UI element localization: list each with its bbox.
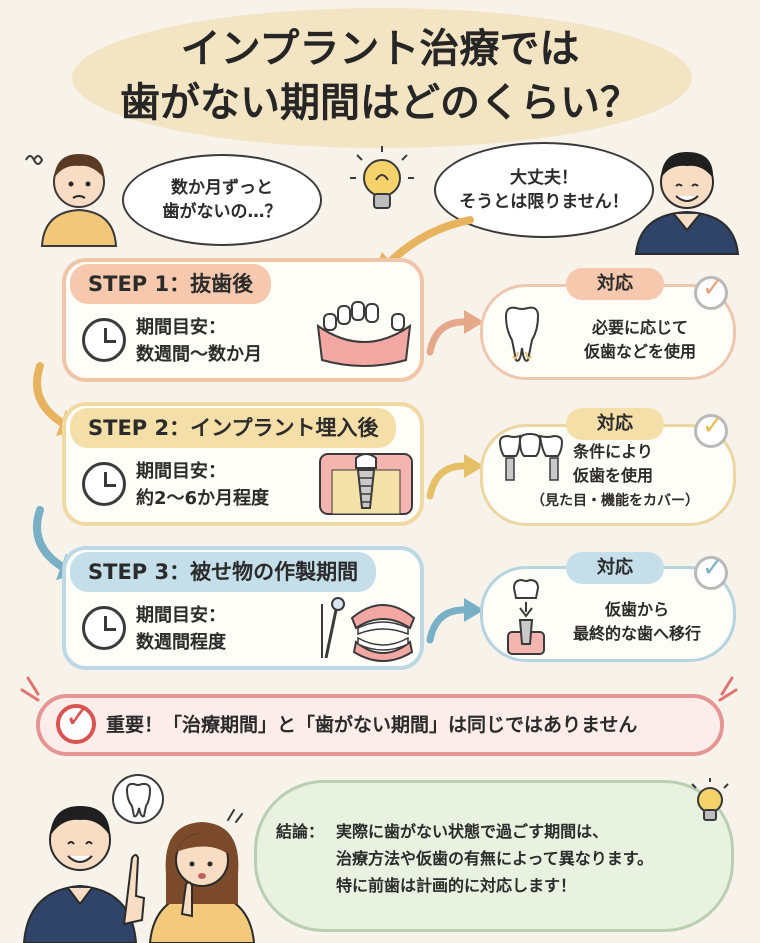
temporary-bridge-icon	[498, 432, 564, 481]
implant-in-bone-illustration	[319, 453, 413, 515]
check-icon: ✓	[56, 700, 96, 744]
clock-icon	[82, 606, 126, 650]
page-title: インプラント治療では 歯がない期間はどのくらい？	[60, 22, 700, 130]
title-background	[72, 8, 692, 148]
worried-patient-illustration	[40, 154, 118, 247]
check-icon: ✓	[694, 273, 728, 310]
step1-period-label: 期間目安：	[136, 317, 226, 338]
patient-bubble-line-1: 数か月ずっと	[171, 178, 273, 198]
step1-response-text: 必要に応じて 仮歯などを使用	[550, 316, 730, 364]
step3-period-value: 数週間程度	[136, 632, 226, 653]
lightbulb-icon	[691, 778, 729, 821]
patient-speech-bubble: 数か月ずっと 歯がないの…？	[122, 154, 322, 246]
lightbulb-icon	[350, 146, 414, 209]
doctor-illustration	[634, 152, 740, 255]
patient-bubble-line-2: 歯がないの…？	[162, 202, 282, 222]
emphasis-strokes	[20, 676, 738, 702]
conclusion-box	[254, 780, 734, 932]
step3-label: STEP 3：被せ物の作製期間	[70, 552, 377, 592]
important-text: 重要！「治療期間」と「歯がない期間」は同じではありません	[106, 714, 638, 736]
conclusion-line-2: 治療方法や仮歯の有無によって異なります。	[336, 849, 654, 868]
step2-response-text: 条件により 仮歯を使用	[548, 440, 678, 488]
step1-period-value: 数週間〜数か月	[136, 344, 262, 365]
step2-response-line-2: 仮歯を使用	[572, 466, 653, 485]
step1-label: STEP 1：抜歯後	[70, 264, 272, 304]
arrow-step3-response	[426, 598, 484, 644]
woman-patient-illustration	[148, 822, 256, 943]
step3-response-line-1: 仮歯から	[604, 600, 669, 619]
conclusion-label: 結論：	[276, 822, 325, 841]
conclusion-line-1: 実際に歯がない状態で過ごす期間は、	[336, 822, 609, 841]
step3-period: 期間目安： 数週間程度	[136, 602, 226, 656]
arrow-step1-response	[426, 310, 484, 356]
step2-label: STEP 2：インプラント埋入後	[70, 408, 397, 448]
doctor-bubble-line-2: そうとは限りません！	[459, 192, 629, 212]
conclusion-line-3: 特に前歯は計画的に対応します！	[336, 876, 577, 895]
missing-teeth-illustration	[316, 301, 412, 367]
title-line-1: インプラント治療では	[180, 26, 580, 72]
step2-period-value: 約2〜6か月程度	[136, 488, 270, 509]
crown-placement-icon	[507, 578, 545, 655]
step2-response-line-1: 条件により	[573, 442, 653, 461]
clock-icon	[82, 462, 126, 506]
step3-response-line-2: 最終的な歯へ移行	[572, 624, 701, 643]
title-line-2: 歯がない期間はどのくらい？	[120, 80, 640, 126]
step1-response-line-2: 仮歯などを使用	[583, 342, 696, 361]
check-icon: ✓	[694, 411, 728, 448]
dental-mirror-icon	[321, 597, 345, 659]
doctor-pointing-illustration	[22, 806, 146, 943]
step2-period-label: 期間目安：	[136, 461, 226, 482]
conclusion-text: 実際に歯がない状態で過ごす期間は、 治療方法や仮歯の有無によって異なります。 特…	[336, 818, 728, 899]
step1-period: 期間目安： 数週間〜数か月	[136, 314, 262, 368]
step3-response-text: 仮歯から 最終的な歯へ移行	[552, 598, 722, 646]
step2-period: 期間目安： 約2〜6か月程度	[136, 458, 269, 512]
step2-response-note: （見た目・機能をカバー）	[531, 493, 699, 509]
important-banner	[36, 694, 724, 756]
tooth-icon	[504, 306, 540, 362]
question-strokes	[227, 809, 243, 823]
arrow-step2-response	[426, 454, 484, 500]
step2-response-badge: 対応	[566, 408, 664, 440]
worry-scribble-icon	[25, 155, 44, 165]
step3-period-label: 期間目安：	[136, 605, 226, 626]
step1-response-badge: 対応	[566, 268, 664, 300]
clock-icon	[82, 318, 126, 362]
tooth-icon	[125, 782, 152, 818]
doctor-bubble-line-1: 大丈夫！	[510, 168, 578, 188]
denture-model-illustration	[350, 604, 416, 662]
check-icon: ✓	[694, 553, 728, 590]
step1-response-line-1: 必要に応じて	[591, 318, 688, 337]
step3-response-badge: 対応	[566, 552, 664, 584]
